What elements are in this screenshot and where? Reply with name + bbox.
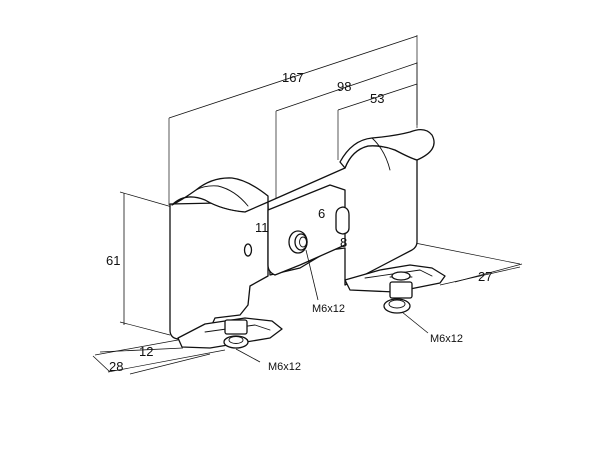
dim-6: 6 [318,206,325,221]
callout-bolt-left: M6x12 [268,361,301,373]
dim-98: 98 [337,79,351,94]
dim-61: 61 [106,253,120,268]
dim-11: 11 [255,220,269,235]
dim-8: 8 [340,235,347,250]
dim-12: 12 [139,344,153,359]
dim-27: 27 [478,269,492,284]
callout-bolt-center: M6x12 [312,303,345,315]
dim-167: 167 [282,70,304,85]
callout-leaders [235,249,429,363]
bracket-body [169,128,446,349]
dim-28: 28 [109,359,123,374]
dim-53: 53 [370,91,384,106]
callout-bolt-right: M6x12 [430,333,463,345]
